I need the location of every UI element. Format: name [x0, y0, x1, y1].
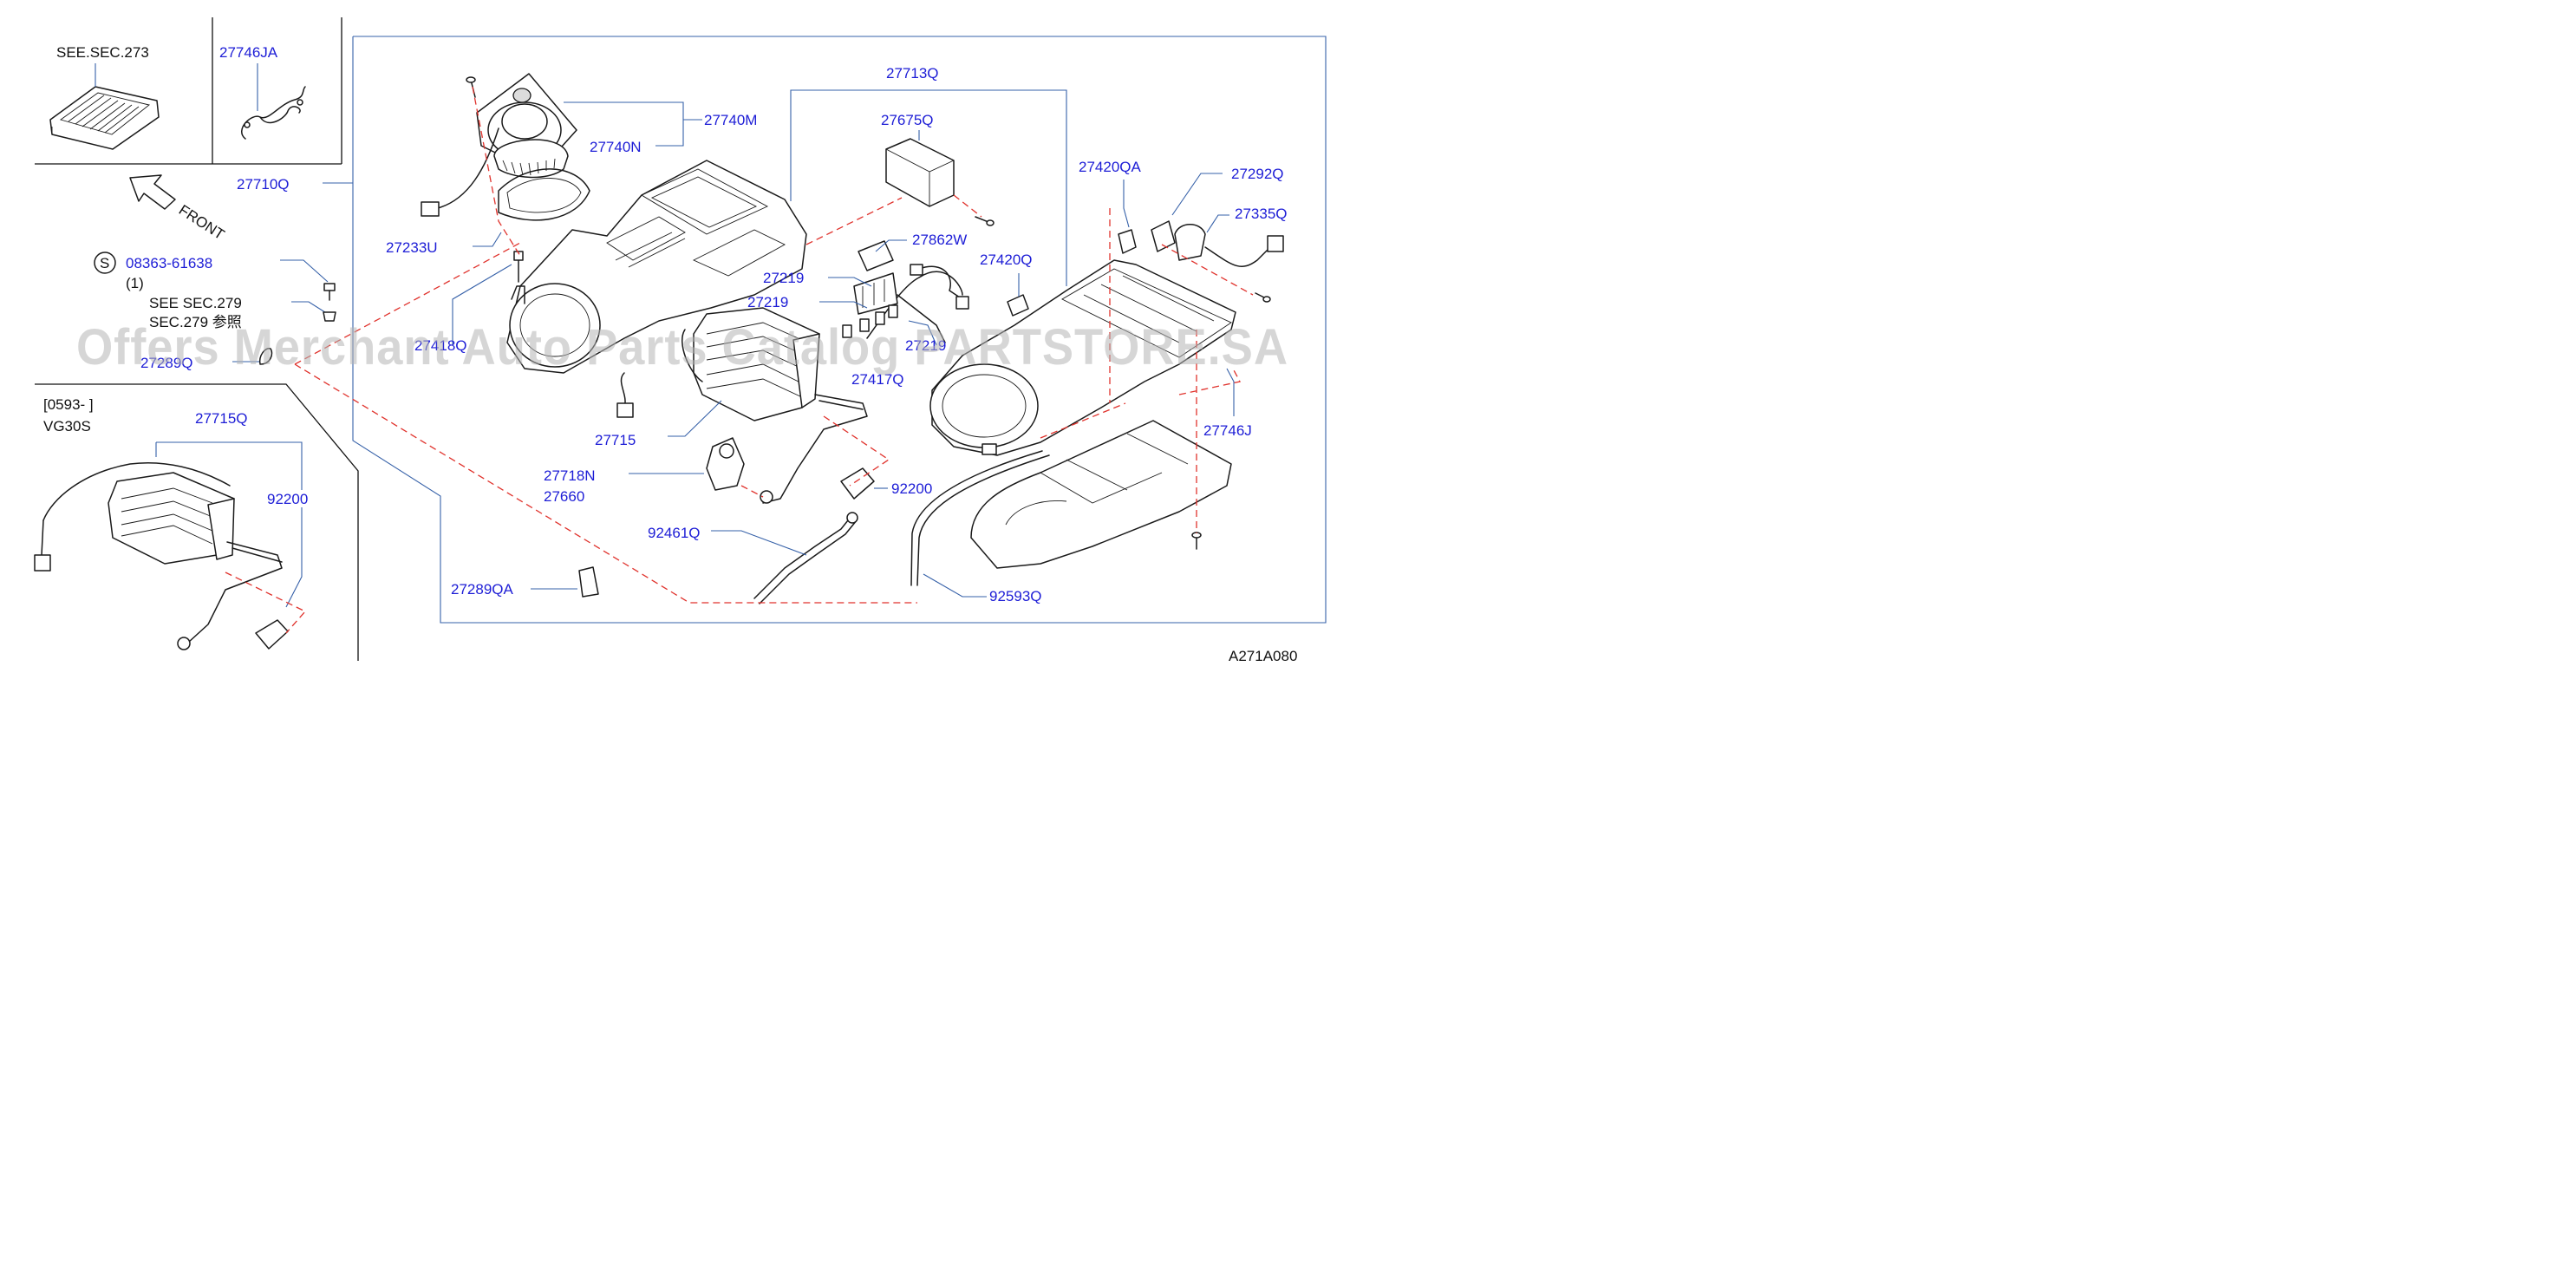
label-27715Q: 27715Q: [195, 410, 248, 427]
assembly-dashed-lines: [294, 86, 1241, 604]
label-27233U: 27233U: [386, 239, 438, 256]
label-27713Q: 27713Q: [886, 65, 939, 82]
label-27420Q: 27420Q: [980, 252, 1033, 268]
label-27335Q: 27335Q: [1235, 206, 1288, 222]
evaporator-part: [668, 271, 963, 504]
control-module-part: [885, 138, 995, 226]
label-27292Q: 27292Q: [1231, 166, 1284, 182]
label-date-range: [0593- ]: [43, 396, 94, 413]
label-27746JA: 27746JA: [219, 44, 278, 61]
blower-case-part: [452, 160, 807, 418]
connector-group-part: [819, 239, 969, 346]
label-27420QA: 27420QA: [1079, 159, 1141, 175]
part-labels: SEE.SEC.273 27746JA 27710Q FRONT S 08363…: [43, 44, 1297, 664]
main-reference-frame: [323, 36, 1327, 624]
label-see-sec-279: SEE SEC.279: [149, 295, 242, 311]
label-92593Q: 92593Q: [989, 588, 1042, 604]
label-27740M: 27740M: [704, 112, 757, 128]
evaporator-variant-part: [34, 441, 307, 650]
label-27746J: 27746J: [1203, 422, 1252, 439]
label-27219-c: 27219: [905, 337, 946, 354]
watermark-text: Offers Merchant Auto Parts Catalog PARTS…: [76, 319, 1288, 376]
grille-part: [49, 63, 160, 150]
circled-s-icon: [94, 252, 116, 274]
label-92461Q: 92461Q: [648, 525, 701, 541]
label-27862W: 27862W: [912, 232, 967, 248]
bracket-27713Q: [790, 89, 1067, 286]
label-92200-left: 92200: [267, 491, 308, 507]
label-circled-s: S: [100, 255, 109, 271]
lower-duct-part: [910, 368, 1235, 598]
label-08363-61638: 08363-61638: [126, 255, 212, 271]
front-arrow: [129, 174, 176, 210]
label-27219-b: 27219: [747, 294, 788, 310]
left-leaders: [232, 259, 329, 363]
label-front: FRONT: [176, 201, 227, 243]
valve-and-hoses-part: [531, 437, 888, 604]
label-qty-1: (1): [126, 275, 144, 291]
blower-motor-part: [421, 73, 702, 247]
label-27289Q: 27289Q: [140, 355, 193, 371]
label-sec-279-jp: SEC.279 参照: [149, 314, 242, 330]
label-27660: 27660: [544, 488, 584, 505]
label-27675Q: 27675Q: [881, 112, 934, 128]
label-92200: 92200: [891, 480, 932, 497]
label-27740N: 27740N: [590, 139, 642, 155]
label-27417Q: 27417Q: [851, 371, 904, 388]
parts-diagram: SEE.SEC.273 27746JA 27710Q FRONT S 08363…: [34, 17, 1327, 664]
label-27418Q: 27418Q: [414, 337, 467, 354]
wire-27746JA: [241, 63, 306, 140]
label-27289QA: 27289QA: [451, 581, 513, 598]
inset-frames: [35, 17, 359, 661]
label-27715: 27715: [595, 432, 636, 448]
label-27219-a: 27219: [763, 270, 804, 286]
label-see-sec-273: SEE.SEC.273: [56, 44, 149, 61]
label-27718N: 27718N: [544, 467, 596, 484]
label-engine: VG30S: [43, 418, 91, 434]
intake-case-part: [929, 180, 1236, 456]
actuator-parts: [1118, 173, 1284, 303]
label-diagram-id: A271A080: [1229, 648, 1297, 664]
small-fasteners: [258, 283, 336, 365]
label-27710Q: 27710Q: [237, 176, 290, 193]
